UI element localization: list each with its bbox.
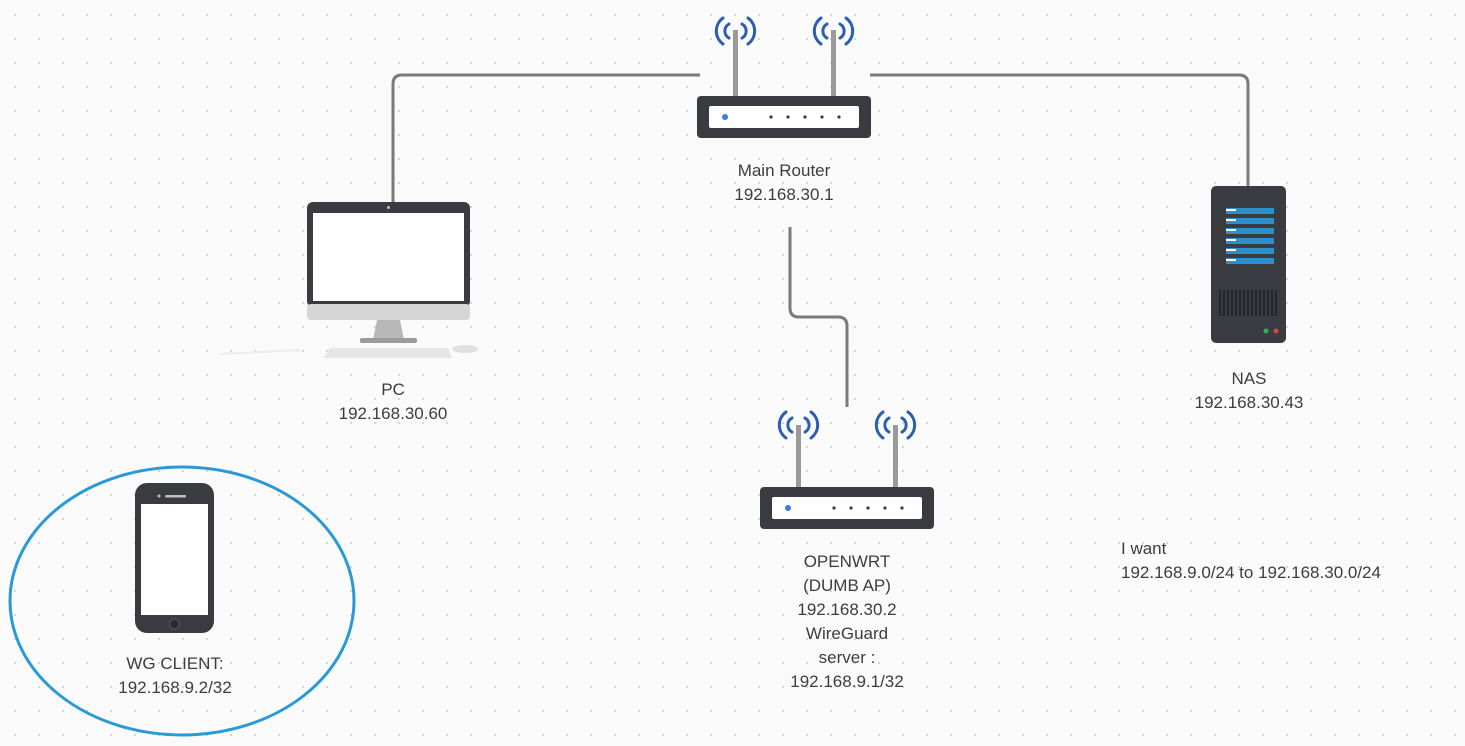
routing-note-line1: I want [1121,539,1167,558]
wifi-signal-icon [777,410,820,440]
main-router-ip: 192.168.30.1 [734,185,834,204]
wg-client-name: WG CLIENT: [126,654,224,673]
antenna [796,425,801,493]
antenna [733,30,738,98]
main-router-icon [697,16,871,138]
routing-note: I want 192.168.9.0/24 to 192.168.30.0/24 [1121,537,1381,585]
openwrt-router-icon [760,410,934,529]
smartphone-icon [135,483,214,633]
wifi-signal-icon [874,410,917,440]
openwrt-line: server : [818,648,876,667]
nas-ip: 192.168.30.43 [1194,393,1304,412]
antenna [893,425,898,493]
openwrt-label: OPENWRT (DUMB AP) 192.168.30.2 WireGuard… [767,550,927,694]
connector-router-nas [870,73,1250,187]
main-router-name: Main Router [737,161,831,180]
pc-name: PC [381,380,405,399]
routing-note-line2: 192.168.9.0/24 to 192.168.30.0/24 [1121,563,1381,582]
status-led [1263,328,1269,334]
wifi-signal-icon [714,16,757,46]
wg-client-label: WG CLIENT: 192.168.9.2/32 [95,652,255,700]
pc-ip: 192.168.30.60 [338,404,448,423]
wg-client-highlight-ellipse [8,465,356,737]
status-led [722,114,728,120]
nas-name: NAS [1231,369,1267,388]
nas-server-icon [1211,186,1286,343]
wifi-signal-icon [812,16,855,46]
pc-label: PC 192.168.30.60 [313,378,473,426]
status-led [785,505,791,511]
openwrt-line: WireGuard [805,624,889,643]
connector-router-openwrt [788,227,849,407]
connector-router-pc [391,73,700,207]
desktop-pc-icon [219,202,478,358]
status-led [1273,328,1279,334]
openwrt-line: (DUMB AP) [803,576,891,595]
connectors [391,73,1250,407]
openwrt-line: OPENWRT [803,552,891,571]
antenna [831,30,836,98]
wg-client-ip: 192.168.9.2/32 [118,678,232,697]
openwrt-line: 192.168.9.1/32 [790,672,904,691]
nas-label: NAS 192.168.30.43 [1169,367,1329,415]
openwrt-line: 192.168.30.2 [797,600,897,619]
main-router-label: Main Router 192.168.30.1 [704,159,864,207]
